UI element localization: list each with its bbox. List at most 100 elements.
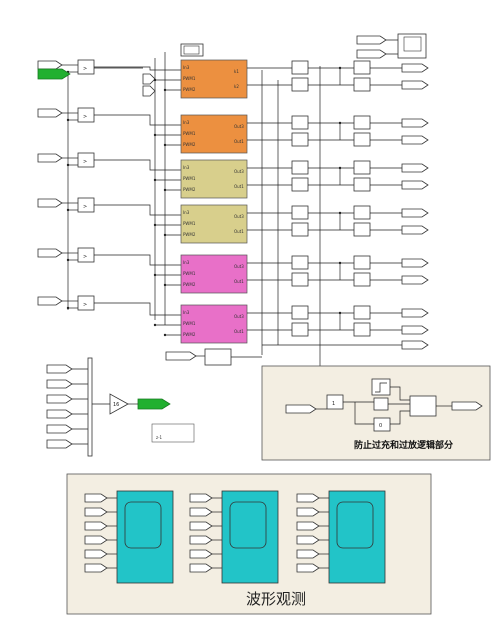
gain-label: 16 bbox=[113, 402, 119, 408]
logic-out-port[interactable] bbox=[451, 401, 483, 411]
left-input-port-1[interactable] bbox=[37, 60, 63, 70]
bus-in-port[interactable] bbox=[165, 351, 197, 361]
left-input-port-6[interactable] bbox=[37, 296, 63, 306]
bus-block[interactable] bbox=[204, 348, 232, 366]
junction-dot bbox=[338, 311, 342, 315]
subsystem-2[interactable] bbox=[180, 114, 248, 154]
small-delay-block[interactable] bbox=[151, 423, 195, 443]
selector-upper-1[interactable] bbox=[291, 60, 309, 75]
scope-in-port-2[interactable] bbox=[356, 49, 387, 59]
selector-upper-2[interactable] bbox=[291, 115, 309, 130]
gate-lower-5[interactable] bbox=[353, 272, 371, 287]
subsystem-output-label: Out3 bbox=[234, 314, 244, 319]
left-input-port-5[interactable] bbox=[37, 248, 63, 258]
scope-2-input-port[interactable] bbox=[189, 549, 213, 559]
selector-lower-3[interactable] bbox=[291, 177, 309, 192]
scope-2-input-port[interactable] bbox=[189, 535, 213, 545]
scope-1-input-port[interactable] bbox=[84, 507, 108, 517]
mux-in-port-5[interactable] bbox=[46, 424, 73, 434]
out-port-lower-3[interactable] bbox=[401, 180, 429, 190]
logic-step-block[interactable] bbox=[371, 378, 391, 396]
out-port-upper-1[interactable] bbox=[401, 63, 429, 73]
logic-switch-block[interactable] bbox=[409, 395, 437, 417]
split-port-b[interactable] bbox=[142, 85, 156, 97]
scope-1-input-port[interactable] bbox=[84, 521, 108, 531]
out-port-upper-2[interactable] bbox=[401, 118, 429, 128]
out-port-upper-3[interactable] bbox=[401, 163, 429, 173]
gate-upper-2[interactable] bbox=[353, 115, 371, 130]
gate-lower-6[interactable] bbox=[353, 322, 371, 337]
scope-1-input-port[interactable] bbox=[84, 493, 108, 503]
out-port-lower-1[interactable] bbox=[401, 80, 429, 90]
gate-upper-5[interactable] bbox=[353, 255, 371, 270]
out-port-lower-4[interactable] bbox=[401, 225, 429, 235]
scope-2-input-port[interactable] bbox=[189, 493, 213, 503]
selector-lower-4[interactable] bbox=[291, 222, 309, 237]
mux-in-port-3[interactable] bbox=[46, 394, 73, 404]
selector-upper-4[interactable] bbox=[291, 205, 309, 220]
selector-upper-3[interactable] bbox=[291, 160, 309, 175]
gate-upper-6[interactable] bbox=[353, 305, 371, 320]
subsystem-6[interactable] bbox=[180, 304, 248, 344]
junction-dot bbox=[153, 323, 157, 327]
gate-lower-4[interactable] bbox=[353, 222, 371, 237]
junction-dot bbox=[163, 233, 167, 237]
mux-bar[interactable] bbox=[87, 357, 93, 457]
gate-upper-3[interactable] bbox=[353, 160, 371, 175]
out-port-lower-6[interactable] bbox=[401, 325, 429, 335]
waveform-scope-1[interactable] bbox=[116, 490, 174, 584]
mux-in-port-1[interactable] bbox=[46, 364, 73, 374]
scope-2-input-port[interactable] bbox=[189, 563, 213, 573]
mux-in-port-4[interactable] bbox=[46, 409, 73, 419]
out-port-upper-5[interactable] bbox=[401, 258, 429, 268]
out-port-extra[interactable] bbox=[401, 340, 429, 350]
gate-upper-4[interactable] bbox=[353, 205, 371, 220]
waveform-scope-2[interactable] bbox=[221, 490, 279, 584]
subsystem-4[interactable] bbox=[180, 204, 248, 244]
scope-1-input-port[interactable] bbox=[84, 549, 108, 559]
selector-upper-6[interactable] bbox=[291, 305, 309, 320]
selector-lower-6[interactable] bbox=[291, 322, 309, 337]
out-port-upper-4[interactable] bbox=[401, 208, 429, 218]
gate-lower-1[interactable] bbox=[353, 77, 371, 92]
selector-upper-5[interactable] bbox=[291, 255, 309, 270]
selector-lower-5[interactable] bbox=[291, 272, 309, 287]
out-port-upper-6[interactable] bbox=[401, 308, 429, 318]
waveform-scope-3[interactable] bbox=[328, 490, 386, 584]
out-port-lower-5[interactable] bbox=[401, 275, 429, 285]
scope-3-input-port[interactable] bbox=[296, 549, 320, 559]
mux-in-port-6[interactable] bbox=[46, 439, 73, 449]
left-input-port-3[interactable] bbox=[37, 153, 63, 163]
gain-block[interactable] bbox=[109, 393, 129, 415]
gate-lower-2[interactable] bbox=[353, 132, 371, 147]
subsystem-5[interactable] bbox=[180, 254, 248, 294]
scope-3-input-port[interactable] bbox=[296, 507, 320, 517]
scope-2-input-port[interactable] bbox=[189, 507, 213, 517]
pwm-scope-screen bbox=[183, 45, 200, 55]
gate-upper-1[interactable] bbox=[353, 60, 371, 75]
green-input-port[interactable] bbox=[37, 68, 71, 80]
split-port-a[interactable] bbox=[142, 73, 156, 85]
selector-lower-1[interactable] bbox=[291, 77, 309, 92]
selector-lower-2[interactable] bbox=[291, 132, 309, 147]
scope-1-input-port[interactable] bbox=[84, 563, 108, 573]
scope-2-input-port[interactable] bbox=[189, 521, 213, 531]
scope-1-input-port[interactable] bbox=[84, 535, 108, 545]
junction-dot bbox=[153, 178, 157, 182]
scope-3-input-port[interactable] bbox=[296, 521, 320, 531]
scope-3-input-port[interactable] bbox=[296, 535, 320, 545]
green-output-port[interactable] bbox=[137, 398, 171, 410]
logic-compare-block[interactable] bbox=[373, 397, 389, 411]
out-port-lower-2[interactable] bbox=[401, 135, 429, 145]
logic-in-port[interactable] bbox=[285, 404, 317, 414]
subsystem-3[interactable] bbox=[180, 159, 248, 199]
subsystem-1[interactable] bbox=[180, 59, 248, 99]
scope-in-port-1[interactable] bbox=[356, 35, 387, 45]
mux-in-port-2[interactable] bbox=[46, 379, 73, 389]
logic-const-0[interactable] bbox=[373, 417, 391, 432]
gate-lower-3[interactable] bbox=[353, 177, 371, 192]
scope-3-input-port[interactable] bbox=[296, 563, 320, 573]
left-input-port-2[interactable] bbox=[37, 108, 63, 118]
left-input-port-4[interactable] bbox=[37, 198, 63, 208]
scope-3-input-port[interactable] bbox=[296, 493, 320, 503]
